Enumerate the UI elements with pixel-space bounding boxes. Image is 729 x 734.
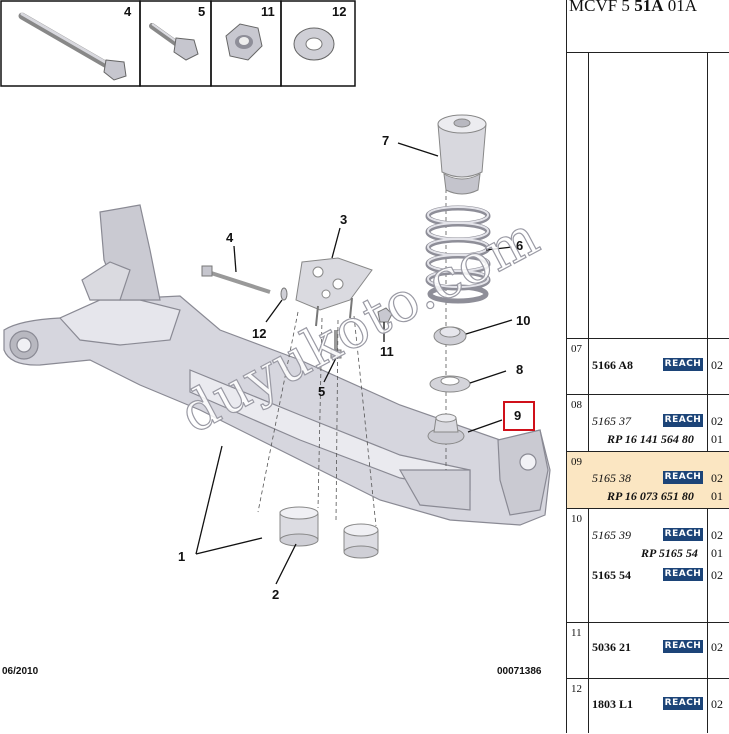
highlight-box <box>503 401 535 431</box>
part-qty: 02 <box>711 414 723 428</box>
diagram-date: 06/2010 <box>2 666 39 677</box>
row-number: 07 <box>571 343 582 355</box>
parts-diagram: duyukoto.com 4 5 11 12 7 6 10 8 9 3 4 12… <box>0 0 551 677</box>
callout-12[interactable]: 12 <box>252 326 267 341</box>
callout-7[interactable]: 7 <box>382 133 390 148</box>
part-ref[interactable]: RP 16 141 564 80 <box>607 432 694 446</box>
diagram-drawing <box>0 0 551 585</box>
callout-11[interactable]: 11 <box>380 344 394 359</box>
spring-seat <box>433 326 467 346</box>
part-qty: 02 <box>711 640 723 654</box>
part-qty: 02 <box>711 471 723 485</box>
callout-10[interactable]: 10 <box>516 313 531 328</box>
reach-badge: REACH <box>663 640 703 653</box>
part-ref[interactable]: RP 5165 54 <box>641 546 698 560</box>
bolt-short-thumbnail <box>149 23 199 61</box>
thumbnail-frame <box>0 0 356 87</box>
thumbnail-label: 5 <box>198 4 206 19</box>
thumbnail-label: 4 <box>124 4 132 19</box>
bump-stop <box>437 114 487 195</box>
reach-badge: REACH <box>663 697 703 710</box>
coil-spring-highlight <box>427 206 489 288</box>
washer <box>280 287 288 301</box>
row-number: 10 <box>571 513 582 525</box>
table-row[interactable]: 10 5165 39 REACH 02 RP 5165 54 01 5165 5… <box>567 508 729 623</box>
thumbnail-label: 12 <box>332 4 347 19</box>
leader-lines <box>195 142 513 585</box>
nut <box>377 307 393 323</box>
spring-isolator <box>429 375 471 393</box>
table-title: MCVF 5 51A 01A <box>569 0 697 16</box>
table-header: MCVF 5 51A 01A <box>567 0 729 53</box>
table-row[interactable]: 11 5036 21 REACH 02 <box>567 622 729 679</box>
table-row[interactable]: 12 1803 L1 REACH 02 <box>567 678 729 734</box>
reach-badge: REACH <box>663 528 703 541</box>
part-qty: 01 <box>711 546 723 560</box>
row-number: 08 <box>571 399 582 411</box>
part-qty: 02 <box>711 358 723 372</box>
reach-badge: REACH <box>663 414 703 427</box>
part-ref[interactable]: 5165 39 <box>592 528 631 542</box>
part-ref[interactable]: 1803 L1 <box>592 697 634 711</box>
callout-1[interactable]: 1 <box>178 549 186 564</box>
column-divider <box>588 52 589 733</box>
callout-3[interactable]: 3 <box>340 212 348 227</box>
table-row-selected[interactable]: 09 5165 38 REACH 02 RP 16 073 651 80 01 <box>567 451 729 509</box>
lower-spring-seat <box>427 413 465 445</box>
bolt-long <box>201 265 271 294</box>
part-ref[interactable]: 5036 21 <box>592 640 631 654</box>
washer-thumbnail <box>293 27 335 61</box>
part-ref[interactable]: RP 16 073 651 80 <box>607 489 694 503</box>
callout-6[interactable]: 6 <box>516 238 524 253</box>
title-part-bold: 51A <box>634 0 664 15</box>
row-number: 12 <box>571 683 582 695</box>
callout-8[interactable]: 8 <box>516 362 524 377</box>
part-ref[interactable]: 5166 A8 <box>592 358 634 372</box>
rear-axle-beam <box>3 204 551 526</box>
callout-5[interactable]: 5 <box>318 384 326 399</box>
column-divider <box>707 52 708 733</box>
part-qty: 02 <box>711 697 723 711</box>
callout-2[interactable]: 2 <box>272 587 280 602</box>
part-ref[interactable]: 5165 37 <box>592 414 631 428</box>
callout-9[interactable]: 9 <box>514 408 522 423</box>
title-part: 01A <box>663 0 697 15</box>
part-qty: 01 <box>711 489 723 503</box>
diagram-code: 00071386 <box>497 666 542 677</box>
part-ref[interactable]: 5165 54 <box>592 568 631 582</box>
part-ref[interactable]: 5165 38 <box>592 471 631 485</box>
bush-left <box>279 506 319 547</box>
row-number: 11 <box>571 627 582 639</box>
nut-thumbnail <box>225 23 263 61</box>
reach-badge: REACH <box>663 568 703 581</box>
parts-table: MCVF 5 51A 01A 07 5166 A8 REACH 02 08 51… <box>566 0 729 733</box>
bolt-long-thumbnail <box>18 12 127 81</box>
row-number: 09 <box>571 456 582 468</box>
callout-4[interactable]: 4 <box>226 230 234 245</box>
part-qty: 01 <box>711 432 723 446</box>
reach-badge: REACH <box>663 471 703 484</box>
reach-badge: REACH <box>663 358 703 371</box>
title-part: MCVF 5 <box>569 0 635 15</box>
thumbnail-label: 11 <box>261 4 275 19</box>
mounting-bracket <box>295 257 373 327</box>
part-qty: 02 <box>711 528 723 542</box>
table-row[interactable]: 08 5165 37 REACH 02 RP 16 141 564 80 01 <box>567 394 729 452</box>
part-qty: 02 <box>711 568 723 582</box>
table-row[interactable]: 07 5166 A8 REACH 02 <box>567 338 729 395</box>
bush-right <box>343 523 379 559</box>
